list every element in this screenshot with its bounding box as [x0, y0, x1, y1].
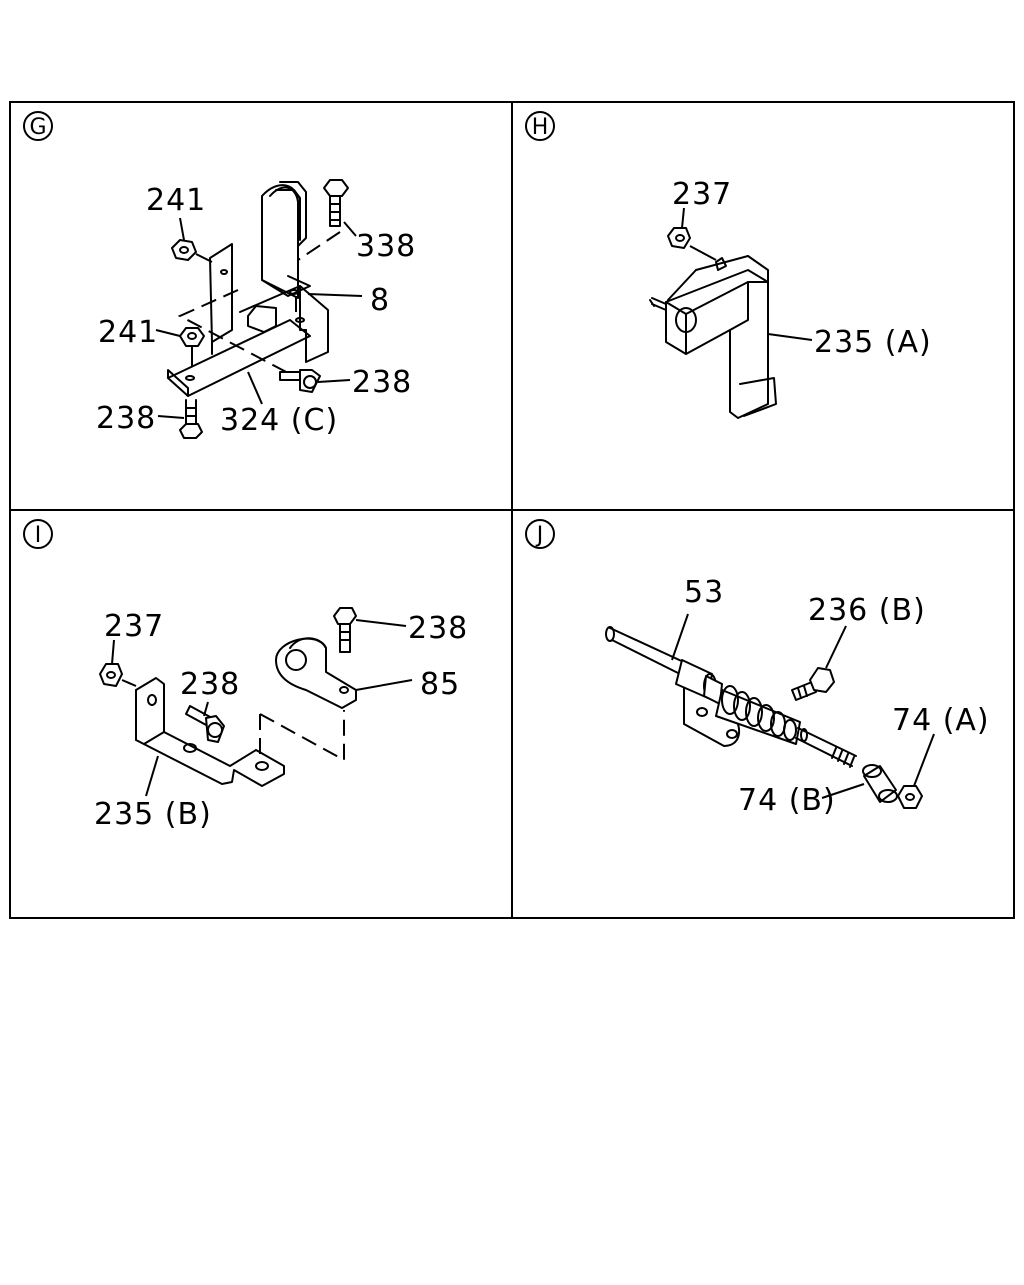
leader-74a — [913, 733, 935, 787]
part-53-cable — [605, 626, 857, 768]
label-241-upper: 241 — [146, 183, 206, 218]
leader-53 — [671, 613, 689, 661]
part-237-nut — [99, 663, 137, 687]
panel-j-marker: J — [525, 519, 555, 549]
part-237-nut — [667, 227, 717, 261]
leader-238b — [355, 619, 407, 627]
leader-235a — [767, 333, 813, 341]
panel-i: I — [23, 519, 468, 832]
assembly-line-338 — [297, 231, 341, 261]
panel-j: J — [525, 519, 990, 818]
label-338: 338 — [356, 229, 416, 264]
part-238-bolt-horizontal — [185, 705, 225, 743]
leader-237 — [681, 207, 685, 229]
label-238-right: 238 — [352, 365, 412, 400]
label-8: 8 — [370, 283, 390, 318]
panel-i-marker-letter: I — [35, 523, 42, 548]
part-338-bolt — [323, 179, 349, 227]
label-238-left: 238 — [180, 667, 240, 702]
part-236b-bolt — [791, 667, 835, 701]
part-324c-main-bracket — [167, 243, 329, 397]
leader-74b — [821, 783, 865, 799]
label-53: 53 — [684, 575, 724, 610]
label-85: 85 — [420, 667, 460, 702]
part-74a-nut — [897, 785, 923, 809]
panel-g: G — [23, 111, 416, 439]
panel-i-marker: I — [23, 519, 53, 549]
leader-235b — [145, 755, 159, 797]
label-74b: 74 (B) — [738, 783, 836, 818]
panel-h-marker: H — [525, 111, 555, 141]
part-235b-bracket — [135, 677, 285, 787]
part-238-bolt-horizontal — [279, 369, 321, 393]
panel-j-marker-circle — [525, 519, 555, 549]
panel-g-marker: G — [23, 111, 53, 141]
leader-238b — [157, 415, 185, 419]
label-324c: 324 (C) — [220, 403, 338, 438]
leader-237 — [111, 639, 115, 665]
panel-i-marker-circle — [23, 519, 53, 549]
label-237: 237 — [672, 177, 732, 212]
panel-g-marker-letter: G — [29, 115, 46, 140]
label-235b: 235 (B) — [94, 797, 212, 832]
part-74b-spacer — [862, 764, 898, 803]
part-235a-bracket — [649, 255, 777, 419]
panel-h-marker-circle — [525, 111, 555, 141]
part-241-nut-upper — [171, 239, 213, 263]
panel-g-marker-circle — [23, 111, 53, 141]
part-238-bolt-vertical — [179, 399, 203, 439]
panel-h-marker-letter: H — [532, 115, 549, 140]
leader-8 — [307, 293, 363, 297]
part-8-clip-bracket — [261, 181, 311, 299]
label-238-right: 238 — [408, 611, 468, 646]
leader-236b — [825, 625, 847, 669]
label-238-left: 238 — [96, 401, 156, 436]
leader-241b — [155, 329, 181, 337]
diagram-grid — [9, 101, 1015, 919]
leader-238a — [203, 701, 209, 717]
panel-j-marker-letter: J — [535, 523, 544, 548]
label-241-lower: 241 — [98, 315, 158, 350]
label-237: 237 — [104, 609, 164, 644]
assembly-line-85 — [259, 710, 345, 762]
label-236b: 236 (B) — [808, 593, 926, 628]
panel-h: H 237 235 (A) — [525, 111, 932, 419]
leader-238a — [317, 379, 351, 383]
leader-324c — [247, 371, 263, 405]
part-238-bolt-vertical — [333, 607, 357, 653]
part-241-nut-lower — [179, 327, 205, 366]
label-235a: 235 (A) — [814, 325, 932, 360]
part-85-clip — [275, 637, 357, 709]
leader-241a — [179, 217, 185, 241]
label-74a: 74 (A) — [892, 703, 990, 738]
leader-338 — [343, 221, 357, 237]
leader-85 — [355, 679, 413, 691]
assembly-line-238 — [177, 289, 291, 375]
